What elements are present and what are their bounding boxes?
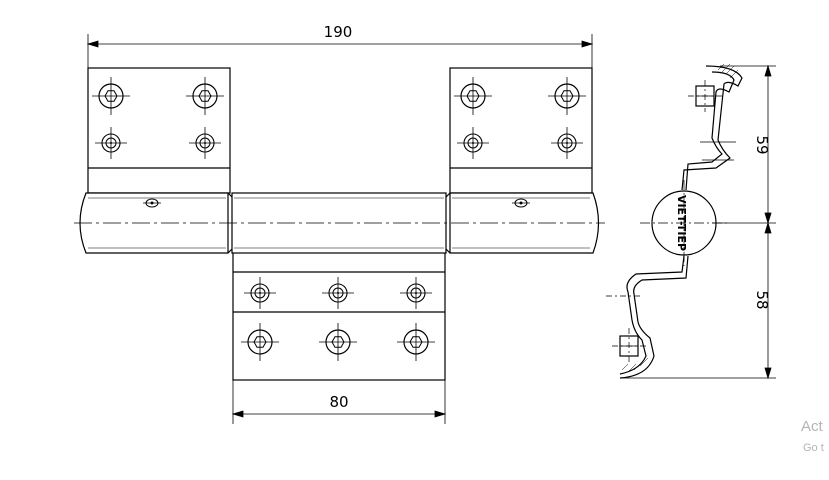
screw-hole [456, 126, 490, 160]
screw-hole [453, 76, 493, 116]
lower-bracket-profile [619, 255, 685, 375]
screw-hole [547, 76, 587, 116]
screw-hole [188, 126, 222, 160]
screw-hole [396, 322, 436, 362]
dimension-59-58 [620, 64, 776, 380]
dimension-59-label: 59 [753, 135, 771, 154]
side-view [606, 63, 743, 379]
screw-hole [318, 322, 358, 362]
watermark-title: Act [801, 418, 823, 435]
center-leaf [232, 249, 446, 381]
screw-hole [550, 126, 584, 160]
upper-bracket-profile [681, 65, 743, 191]
screw-hole [243, 276, 277, 310]
dimension-190 [86, 34, 594, 68]
front-view [74, 67, 605, 381]
watermark-subtitle: Go t [803, 442, 824, 454]
screw-hole [321, 276, 355, 310]
dimension-190-label: 190 [324, 23, 353, 41]
dimension-80 [231, 380, 447, 424]
left-leaf [87, 67, 231, 194]
right-leaf [449, 67, 593, 194]
screw-hole [399, 276, 433, 310]
screw-hole [91, 76, 131, 116]
dimension-80-label: 80 [329, 393, 348, 411]
screw-hole [94, 126, 128, 160]
logo-text: VIET-TIEP [675, 195, 688, 251]
screw-hole [185, 76, 225, 116]
screw-hole [240, 322, 280, 362]
dimension-58-label: 58 [753, 290, 771, 309]
